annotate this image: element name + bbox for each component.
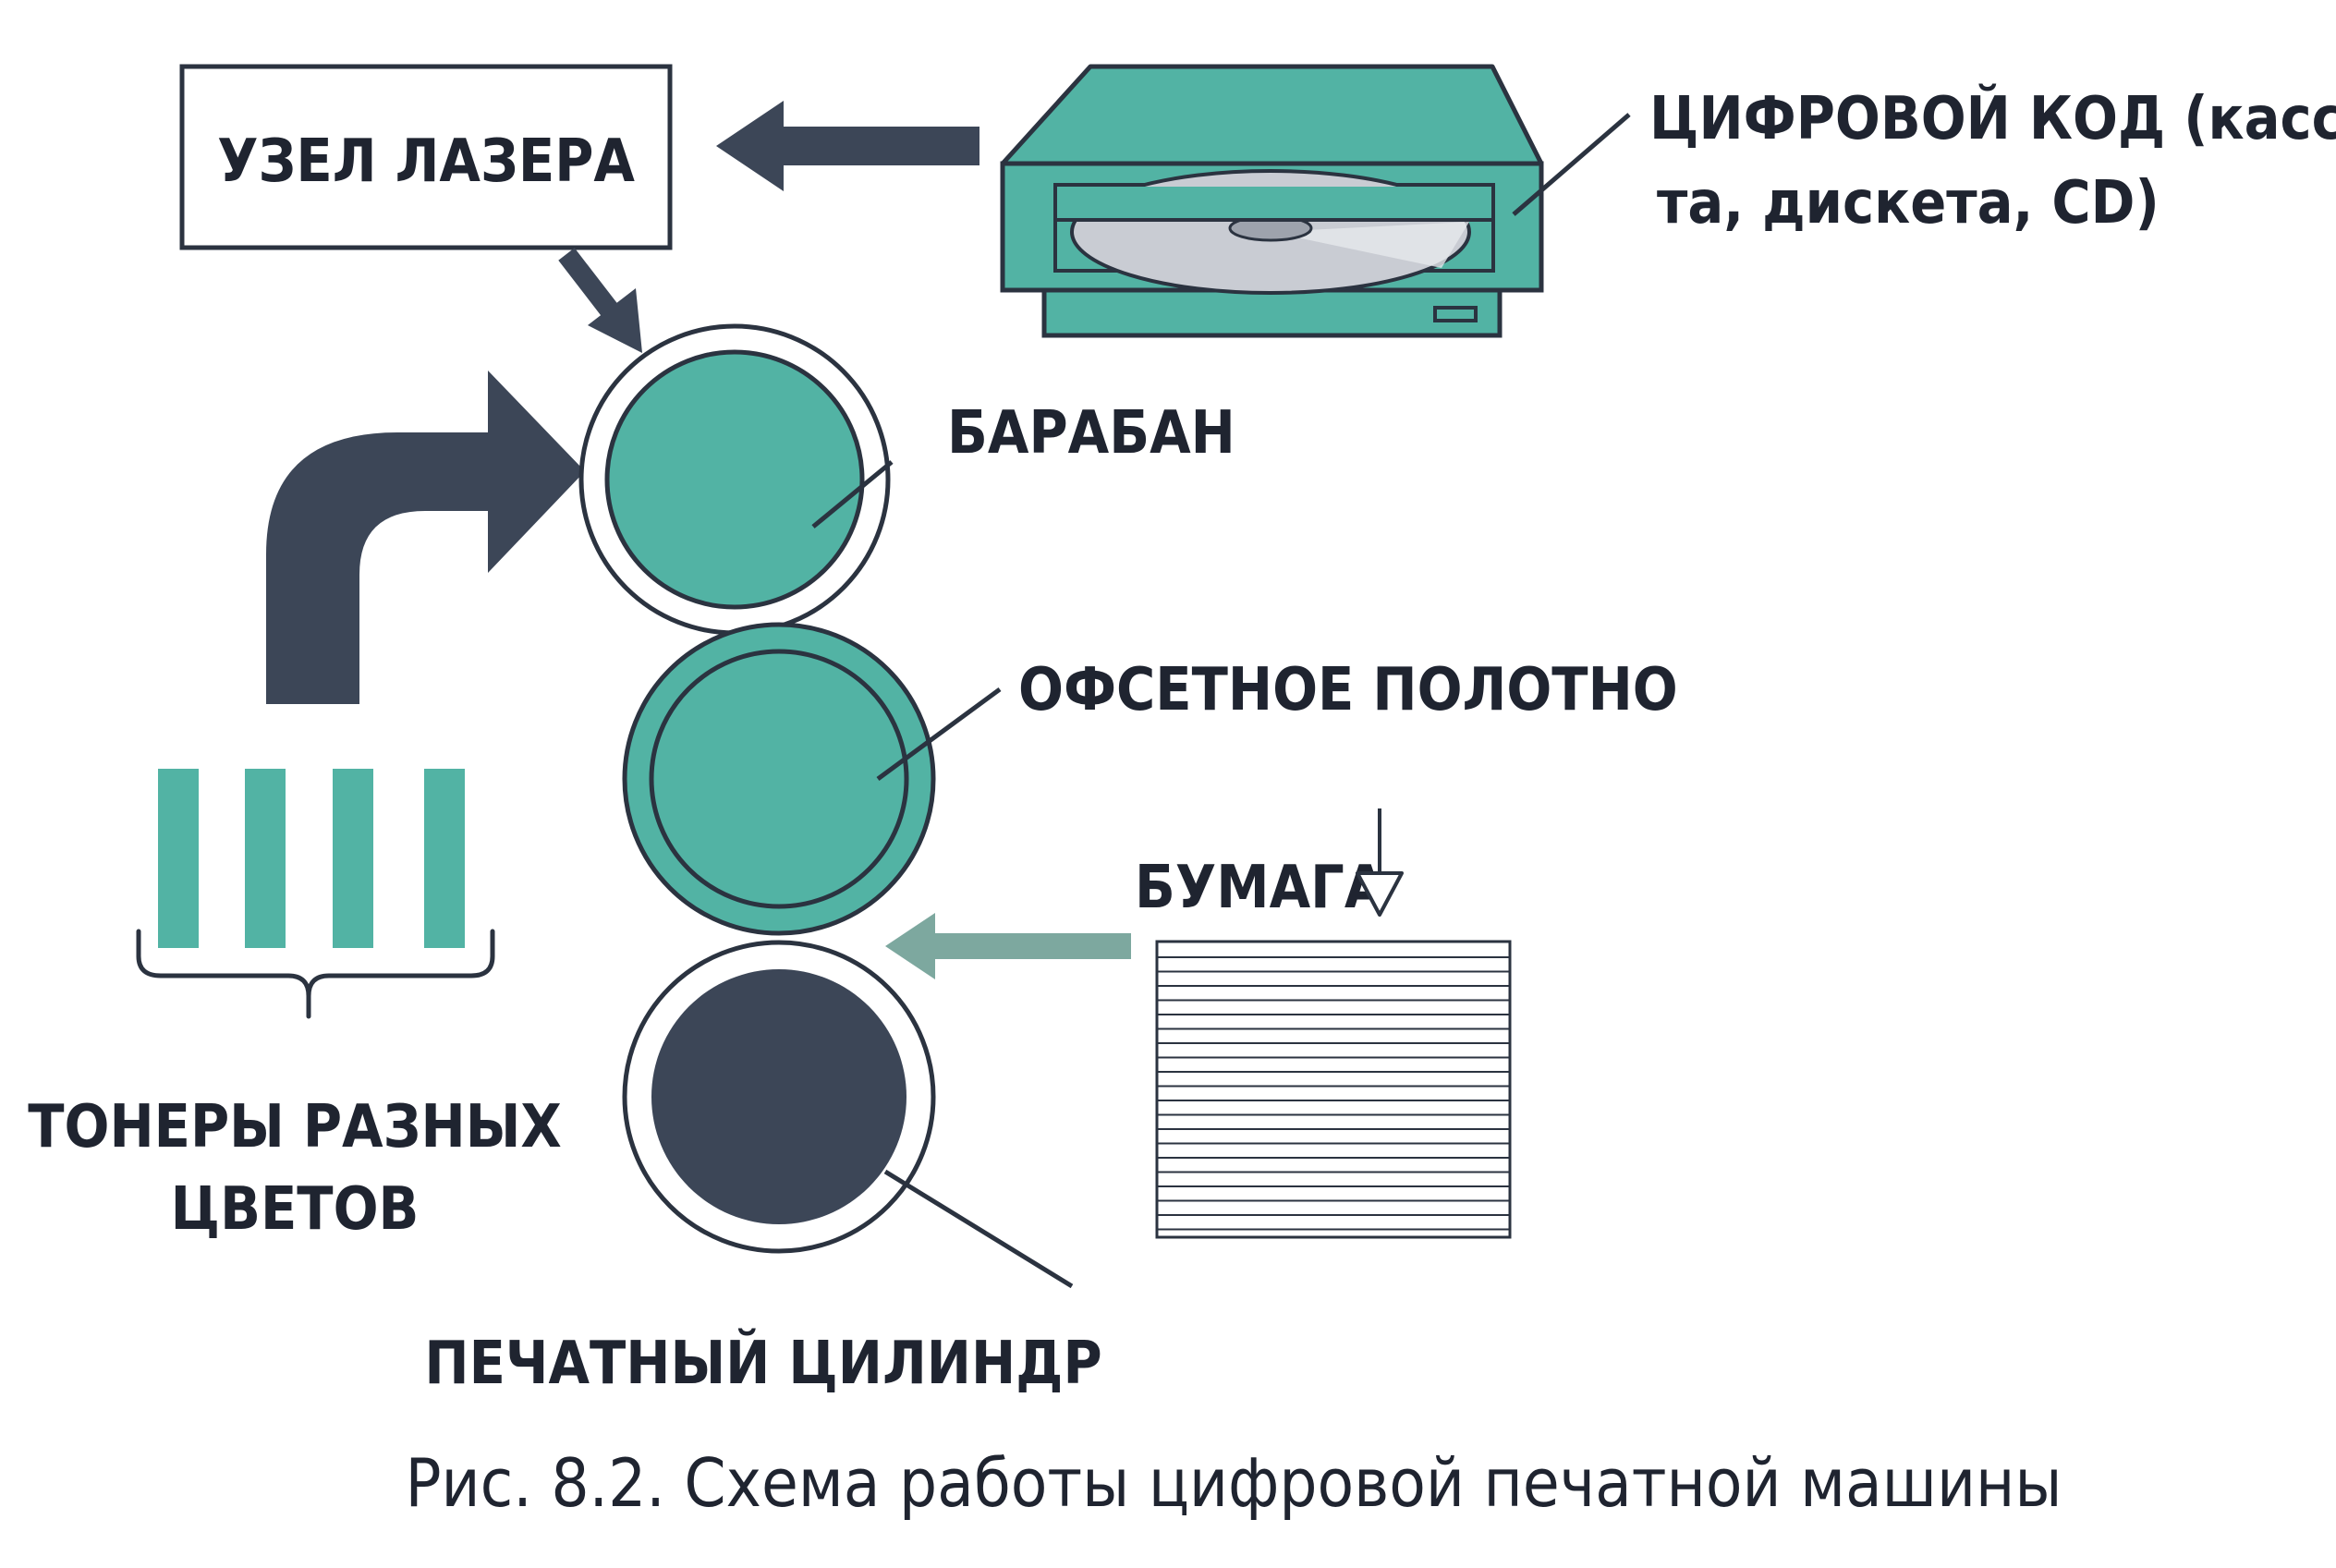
drum: БАРАБАН bbox=[578, 323, 1235, 636]
paper-stack-box bbox=[1155, 940, 1512, 1239]
paper-feed-head bbox=[885, 913, 935, 979]
paper-sheet-lines bbox=[1157, 956, 1510, 1231]
laser-to-drum-arrow bbox=[558, 248, 642, 353]
laser-to-drum-head bbox=[588, 288, 642, 353]
offset-blanket-inner bbox=[649, 649, 909, 909]
toner-brace bbox=[136, 929, 495, 1019]
toner-bar bbox=[333, 769, 373, 948]
digital-code-label-line2: та, дискета, CD) bbox=[1657, 169, 2160, 237]
offset-blanket-leader bbox=[876, 687, 1002, 782]
disc-drive bbox=[1000, 64, 1544, 338]
paper-annotation: БУМАГА bbox=[1135, 808, 1404, 922]
toner-arrow-body bbox=[266, 432, 493, 704]
laser-unit-label: УЗЕЛ ЛАЗЕРА bbox=[217, 128, 635, 196]
drive-base bbox=[1041, 287, 1503, 338]
paper-feed-arrow bbox=[885, 913, 1131, 979]
digital-code-leader bbox=[1512, 113, 1631, 216]
toner-bars bbox=[158, 769, 465, 948]
toner-bar bbox=[158, 769, 199, 948]
digital-code-label-line1: ЦИФРОВОЙ КОД (кассе- bbox=[1649, 83, 2336, 153]
drum-leader bbox=[811, 460, 894, 529]
print-cylinder-leader bbox=[883, 1169, 1074, 1289]
drum-label: БАРАБАН bbox=[947, 399, 1235, 468]
cd-reflection bbox=[1271, 222, 1469, 268]
code-to-laser-arrow bbox=[716, 101, 979, 191]
drive-top-face bbox=[1000, 64, 1544, 166]
laser-unit: УЗЕЛ ЛАЗЕРА bbox=[179, 64, 673, 250]
figure-caption: Рис. 8.2. Схема работы цифровой печатной… bbox=[405, 1444, 2062, 1522]
toners-label-line1: ТОНЕРЫ РАЗНЫХ bbox=[28, 1093, 562, 1161]
toner-arrow-head bbox=[488, 371, 585, 573]
print-cylinder-label: ПЕЧАТНЫЙ ЦИЛИНДР bbox=[424, 1328, 1101, 1398]
paper-down-arrow-head bbox=[1356, 871, 1404, 917]
drum-core bbox=[604, 349, 865, 610]
paper-label: БУМАГА bbox=[1135, 854, 1386, 922]
offset-blanket-label: ОФСЕТНОЕ ПОЛОТНО bbox=[1018, 656, 1678, 724]
laser-to-drum-shaft bbox=[558, 248, 618, 317]
paper-stack bbox=[1155, 940, 1512, 1239]
print-cylinder-core bbox=[651, 969, 906, 1224]
paper-feed-shaft bbox=[926, 933, 1131, 959]
print-cylinder: ПЕЧАТНЫЙ ЦИЛИНДР bbox=[424, 940, 1102, 1398]
toners-label-line2: ЦВЕТОВ bbox=[171, 1175, 420, 1244]
digital-code-annotation: ЦИФРОВОЙ КОД (кассе- та, дискета, CD) bbox=[1512, 83, 2336, 237]
laser-unit-box bbox=[179, 64, 673, 250]
toner-bar bbox=[424, 769, 465, 948]
toner-bar bbox=[245, 769, 286, 948]
toner-to-drum-arrow bbox=[266, 371, 585, 704]
drive-led bbox=[1433, 306, 1478, 322]
drive-slot-cover bbox=[1057, 187, 1491, 220]
offset-blanket: ОФСЕТНОЕ ПОЛОТНО bbox=[622, 622, 1678, 936]
